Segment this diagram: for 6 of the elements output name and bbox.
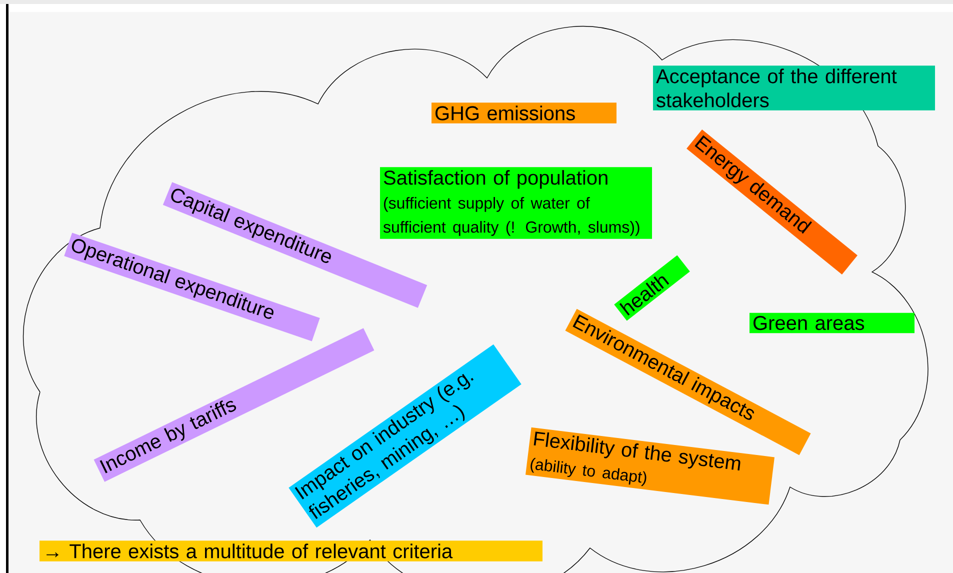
label-box: GHG emissions	[432, 102, 616, 124]
label-box: → There exists a multitude of relevant criteria	[40, 540, 542, 562]
label-box: Green areas	[750, 312, 914, 334]
label-box: Flexibility of the system (ability to adapt)	[526, 427, 774, 505]
label-box: Satisfaction of population (sufficient supply of water of sufficient quality (! Growth, slums))	[380, 167, 652, 239]
label-box: Acceptance of the different stakeholders	[653, 66, 935, 110]
